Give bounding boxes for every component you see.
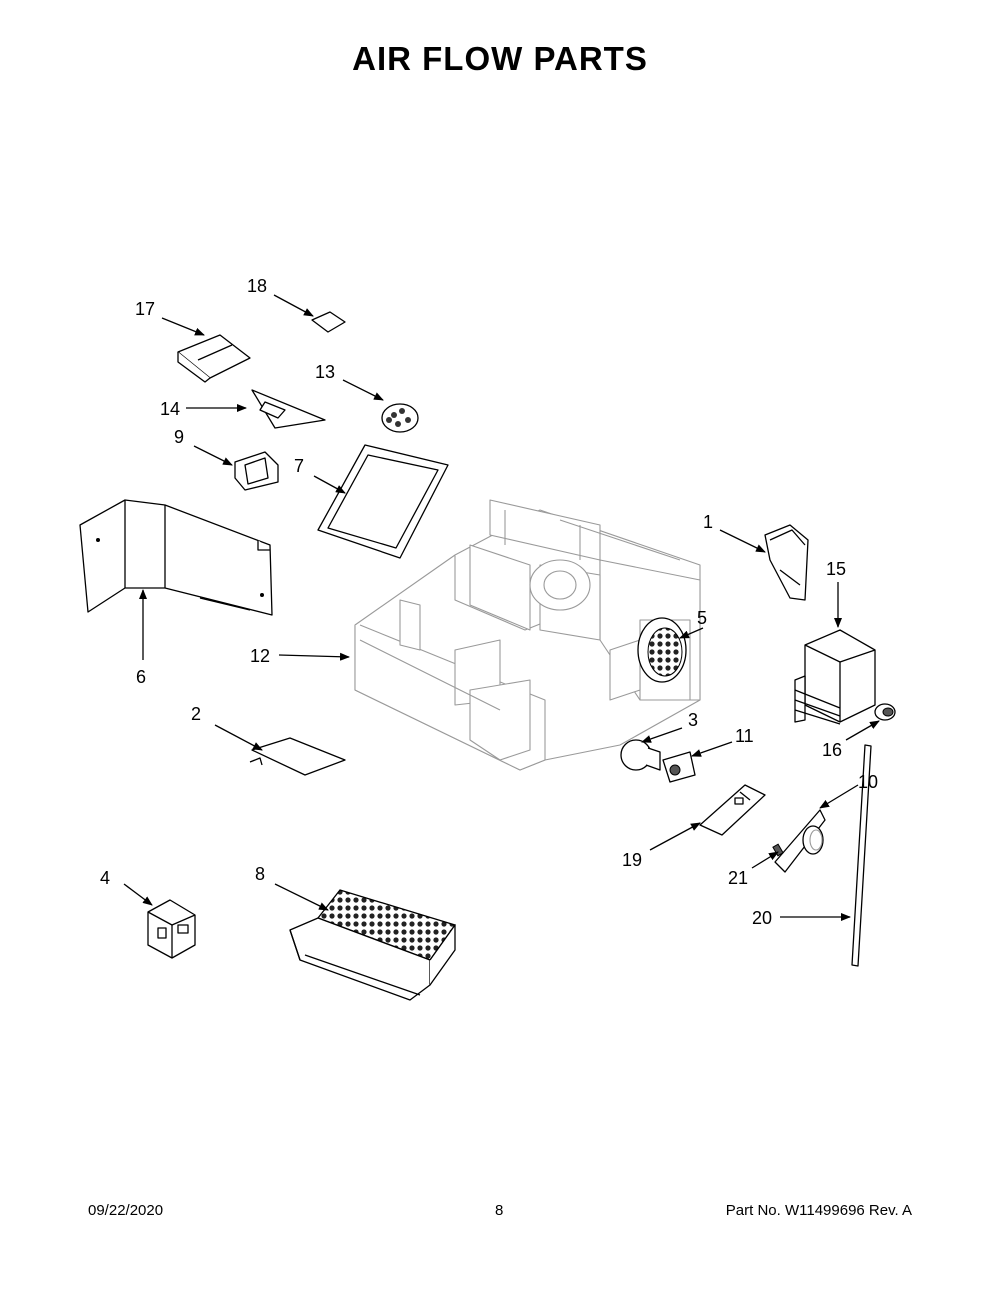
callout-1: 1 (703, 512, 713, 532)
callout-14: 14 (160, 399, 180, 419)
callout-21: 21 (728, 868, 748, 888)
callout-19: 19 (622, 850, 642, 870)
wrap-panel-part-6 (79, 499, 273, 616)
callout-17: 17 (135, 299, 155, 319)
footer-page-number: 8 (495, 1202, 504, 1219)
thermostat-part-16 (874, 703, 896, 721)
damper-part-10 (774, 809, 826, 873)
panel-part-14 (251, 389, 326, 429)
filter-frame-part-7 (317, 444, 449, 559)
callout-labels: 17 18 13 14 9 7 6 12 2 1 15 5 3 11 16 10… (100, 276, 878, 928)
transformer-part-15 (794, 629, 876, 725)
callout-7: 7 (294, 456, 304, 476)
callout-5: 5 (697, 608, 707, 628)
blower-motor (529, 559, 591, 611)
latch-part-9 (234, 451, 279, 491)
bracket-box-part-4 (147, 899, 196, 959)
callout-8: 8 (255, 864, 265, 884)
grille-tray-part-8 (289, 889, 457, 1001)
callout-6: 6 (136, 667, 146, 687)
callout-15: 15 (826, 559, 846, 579)
callout-2: 2 (191, 704, 201, 724)
callout-4: 4 (100, 868, 110, 888)
fan-part-13 (381, 403, 419, 433)
lamp-part-3 (620, 739, 661, 771)
circuit-board-part-19 (699, 784, 766, 836)
callout-9: 9 (174, 427, 184, 447)
callout-13: 13 (315, 362, 335, 382)
callout-3: 3 (688, 710, 698, 730)
label-part-18 (311, 311, 346, 333)
socket-part-11 (662, 751, 696, 783)
callout-18: 18 (247, 276, 267, 296)
cover-part-17 (177, 334, 251, 383)
callout-12: 12 (250, 646, 270, 666)
blower-wheel-part-5 (637, 617, 687, 683)
rod-part-20 (851, 744, 872, 967)
callout-11: 11 (735, 726, 754, 746)
footer-date: 09/22/2020 (88, 1202, 164, 1219)
callout-arrows (123, 294, 880, 921)
callout-20: 20 (752, 908, 772, 928)
page-title: AIR FLOW PARTS (352, 40, 648, 77)
callout-10: 10 (858, 772, 878, 792)
bracket-part-1 (764, 524, 809, 601)
footer-part-number: Part No. W11499696 Rev. A (725, 1202, 912, 1219)
callout-16: 16 (822, 740, 842, 760)
plate-part-2 (249, 737, 346, 776)
